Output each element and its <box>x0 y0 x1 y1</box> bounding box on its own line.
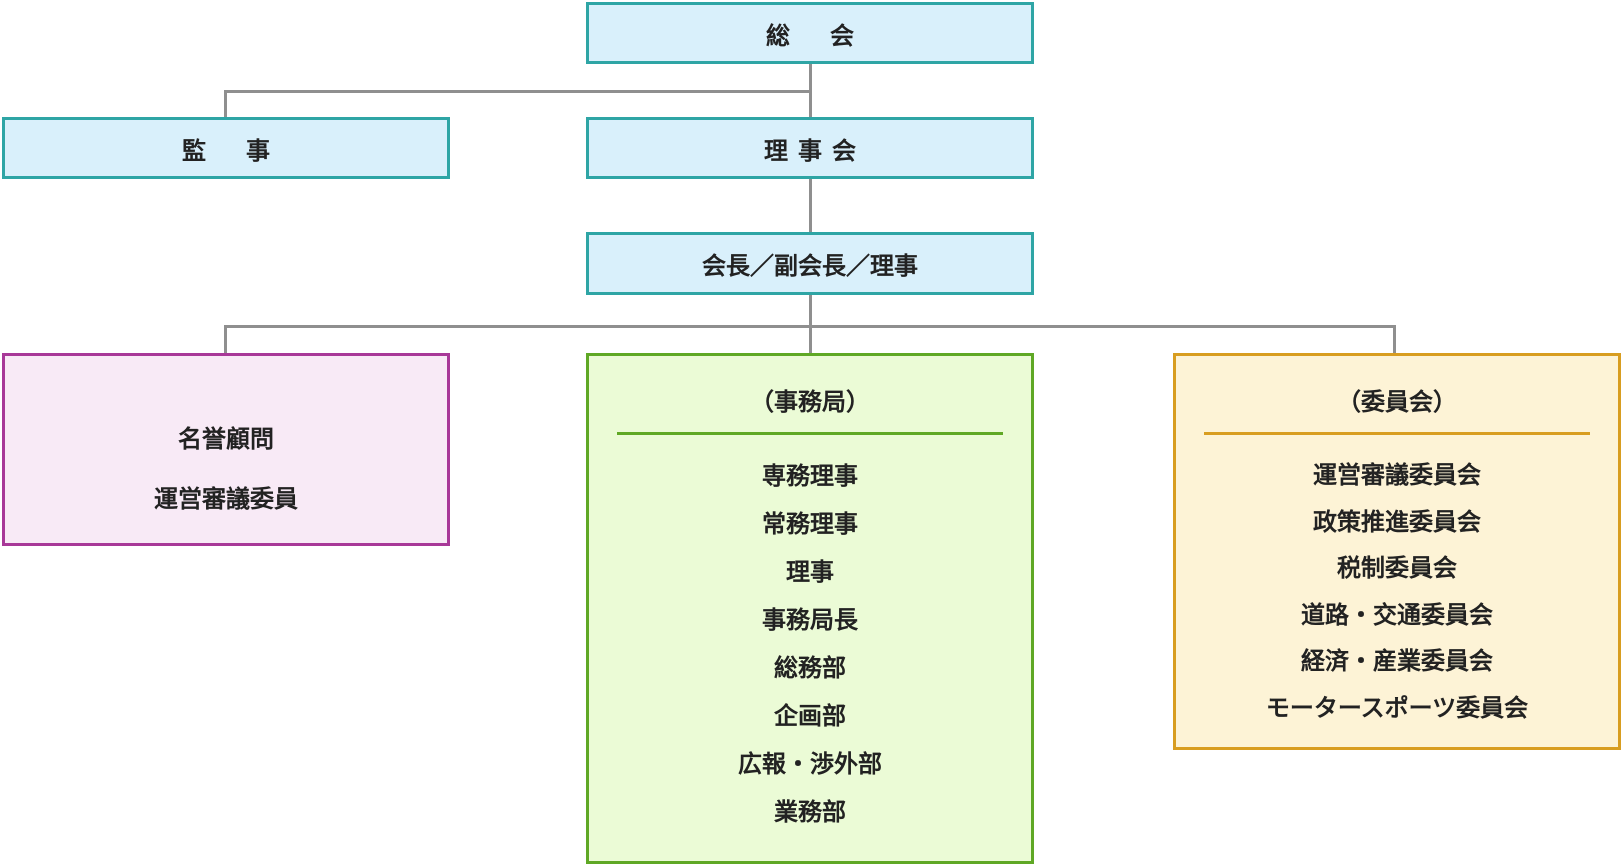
honorary-advisor-item: 名誉顧問 <box>178 425 274 453</box>
managing-director-item: 常務理事 <box>762 510 858 538</box>
honorary-list: 名誉顧問 運営審議委員 <box>5 409 447 529</box>
planning-item: 企画部 <box>774 702 846 730</box>
secretariat-title: 事務局 <box>589 384 1031 420</box>
connector-auditor-branch <box>224 90 812 93</box>
committees-box: 委員会 運営審議委員会 政策推進委員会 税制委員会 道路・交通委員会 経済・産業… <box>1173 353 1621 750</box>
committees-title: 委員会 <box>1176 384 1618 420</box>
secretariat-divider <box>617 432 1003 435</box>
director-item: 理事 <box>786 558 834 586</box>
secretariat-box: 事務局 専務理事 常務理事 理事 事務局長 総務部 企画部 広報・渉外部 業務部 <box>586 353 1034 864</box>
senior-managing-director-item: 専務理事 <box>762 462 858 490</box>
board-box: 理事会 <box>586 117 1034 179</box>
road-transport-committee-item: 道路・交通委員会 <box>1301 600 1493 629</box>
general-assembly-label: 総会 <box>766 21 894 50</box>
policy-committee-item: 政策推進委員会 <box>1313 507 1481 536</box>
officers-box: 会長／副会長／理事 <box>586 232 1034 295</box>
committees-divider <box>1204 432 1590 435</box>
connector-board-to-officers <box>809 179 812 232</box>
board-label: 理事会 <box>764 136 866 165</box>
connector-committees-drop <box>1393 325 1396 353</box>
auditor-label: 監事 <box>182 136 310 165</box>
steering-committee-item: 運営審議委員会 <box>1313 461 1481 489</box>
motorsports-committee-item: モータースポーツ委員会 <box>1265 693 1529 722</box>
connector-honorary-drop <box>224 325 227 353</box>
operations-item: 業務部 <box>774 798 846 826</box>
honorary-box: 名誉顧問 運営審議委員 <box>2 353 450 546</box>
secretary-general-item: 事務局長 <box>762 606 858 634</box>
public-relations-item: 広報・渉外部 <box>738 750 882 778</box>
steering-council-item: 運営審議委員 <box>154 485 298 513</box>
connector-officers-down <box>809 295 812 353</box>
committees-list: 運営審議委員会 政策推進委員会 税制委員会 道路・交通委員会 経済・産業委員会 … <box>1176 452 1618 731</box>
general-assembly-box: 総会 <box>586 2 1034 64</box>
general-affairs-item: 総務部 <box>774 654 846 682</box>
officers-label: 会長／副会長／理事 <box>702 252 918 280</box>
connector-auditor-drop <box>224 90 227 117</box>
tax-committee-item: 税制委員会 <box>1337 554 1457 582</box>
economy-industry-committee-item: 経済・産業委員会 <box>1301 647 1493 675</box>
connector-bottom-branch <box>224 325 1396 328</box>
secretariat-list: 専務理事 常務理事 理事 事務局長 総務部 企画部 広報・渉外部 業務部 <box>589 452 1031 836</box>
auditor-box: 監事 <box>2 117 450 179</box>
